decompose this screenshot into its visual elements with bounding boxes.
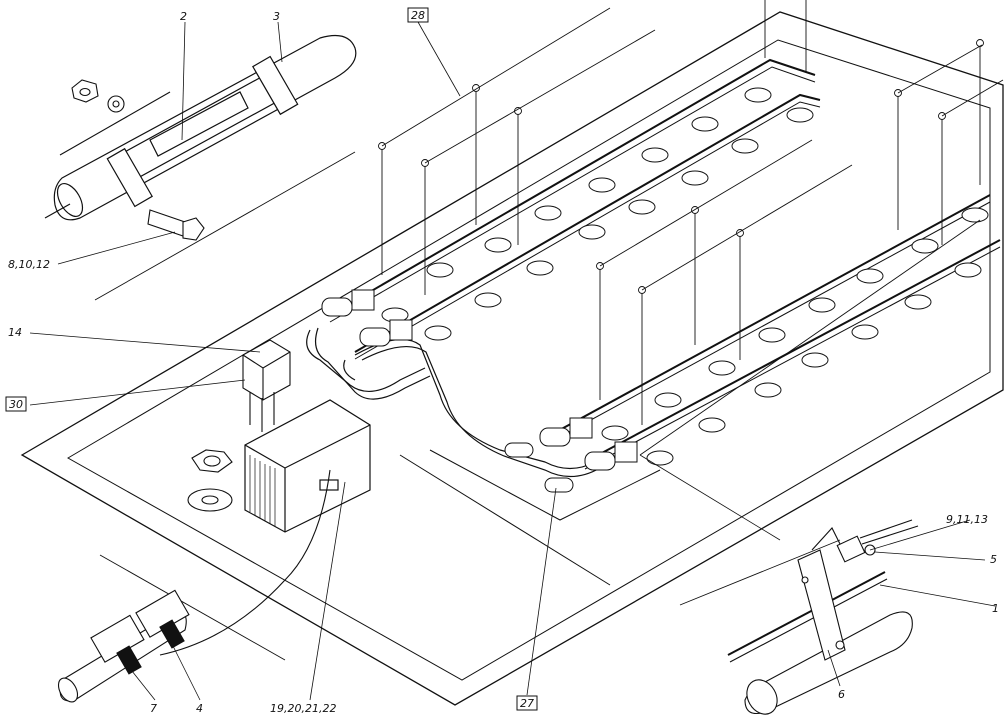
label-4: 4 [196,702,203,715]
label-2: 2 [180,10,187,23]
conveyor-row-lower-d [584,239,1001,470]
label-27-box [516,695,538,711]
tube-detail [44,35,357,221]
label-5: 5 [990,553,997,566]
label-28-box [407,7,429,23]
label-3: 3 [273,10,280,23]
label-7: 7 [150,702,157,715]
floor-edge-lines [399,454,611,586]
feeder-pans [381,87,989,466]
leader-lines [29,21,996,701]
base-plate-outer [20,11,1004,706]
label-6: 6 [838,688,845,701]
bolt-detail [147,209,205,241]
label-19-20-21-22: 19,20,21,22 [270,702,336,715]
base-plate-inner [66,39,991,681]
conveyor-row-upper-b [354,93,821,360]
label-8-10-12: 8,10,12 [8,258,50,271]
drive-motors [321,289,638,493]
label-9-11-13: 9,11,13 [946,513,988,526]
label-30: 30 [9,398,23,411]
conveyor-row-upper-a [329,58,816,323]
bracket-detail [727,519,919,715]
label-27: 27 [520,697,534,710]
relay-block [242,339,291,432]
conveyor-row-lower-c [544,194,991,446]
guide-lines [94,7,1004,661]
label-30-box [5,396,27,412]
floor-edge-lines-2 [429,449,661,521]
label-28: 28 [411,9,425,22]
small-nut-detail [59,79,171,156]
control-cabinet [244,399,371,533]
suspension-lines [378,0,984,425]
nut-washer [187,449,233,512]
label-1: 1 [992,602,999,615]
cable-clamp-detail [57,469,331,703]
label-14: 14 [8,326,22,339]
